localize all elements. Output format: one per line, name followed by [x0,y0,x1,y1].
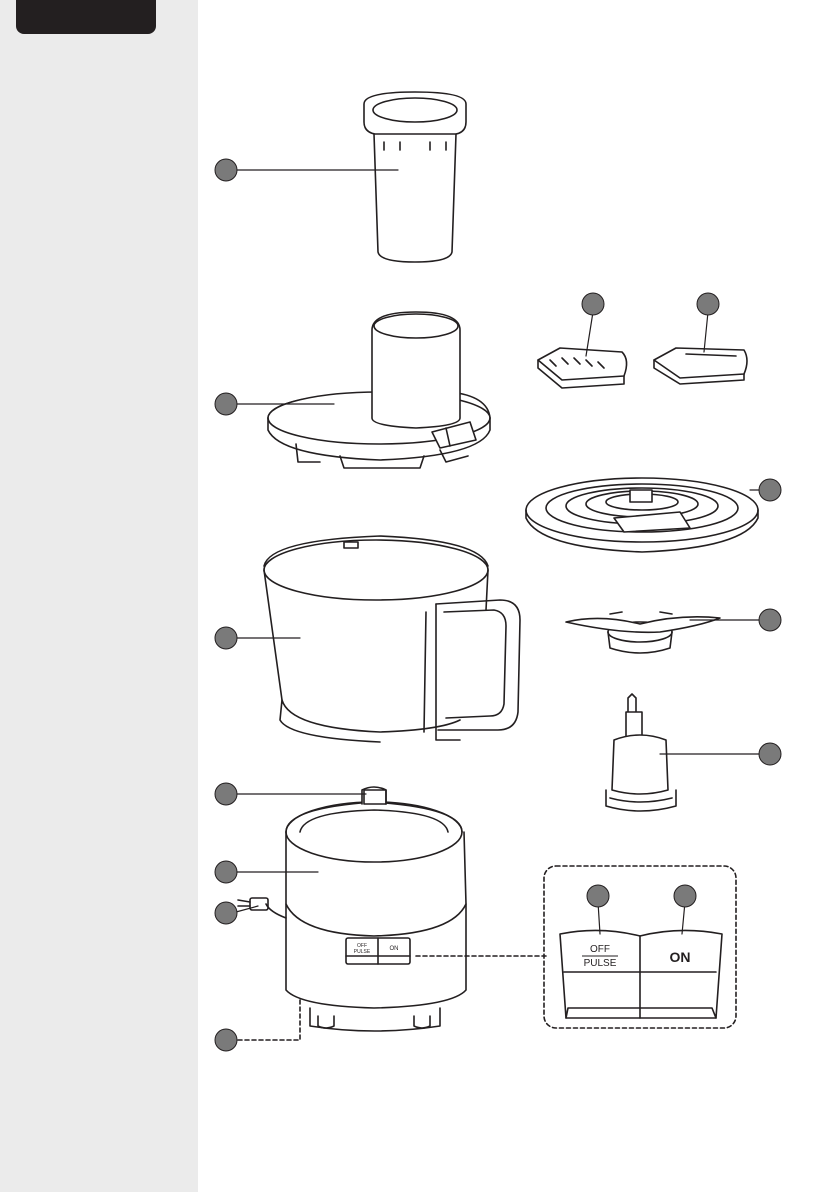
callout-marker [215,902,237,924]
callout-marker [215,861,237,883]
callout-marker [215,783,237,805]
callout-marker [215,159,237,181]
motor-base [238,787,466,1031]
base-on-label: ON [390,946,399,952]
chopping-blade [566,612,720,653]
slicing-insert-fine [654,348,747,384]
callout-marker [582,293,604,315]
zoom-off-label: OFF [590,944,610,955]
callout-marker [587,885,609,907]
button-panel-zoom [544,866,736,1028]
callout-marker [697,293,719,315]
base-pulse-label: PULSE [354,949,371,955]
zoom-pulse-label: PULSE [584,958,617,969]
callout-marker [759,609,781,631]
food-pusher [364,92,466,262]
callout-marker [759,743,781,765]
disc-stem [606,694,676,811]
lid-with-feed-tube [268,312,490,468]
callout-marker [759,479,781,501]
zoom-on-label: ON [670,949,691,965]
callout-marker [674,885,696,907]
callout-marker [215,627,237,649]
callout-marker [215,1029,237,1051]
slicing-disc [526,478,758,552]
work-bowl [264,536,520,742]
callout-marker [215,393,237,415]
slicing-insert-coarse [538,348,627,388]
